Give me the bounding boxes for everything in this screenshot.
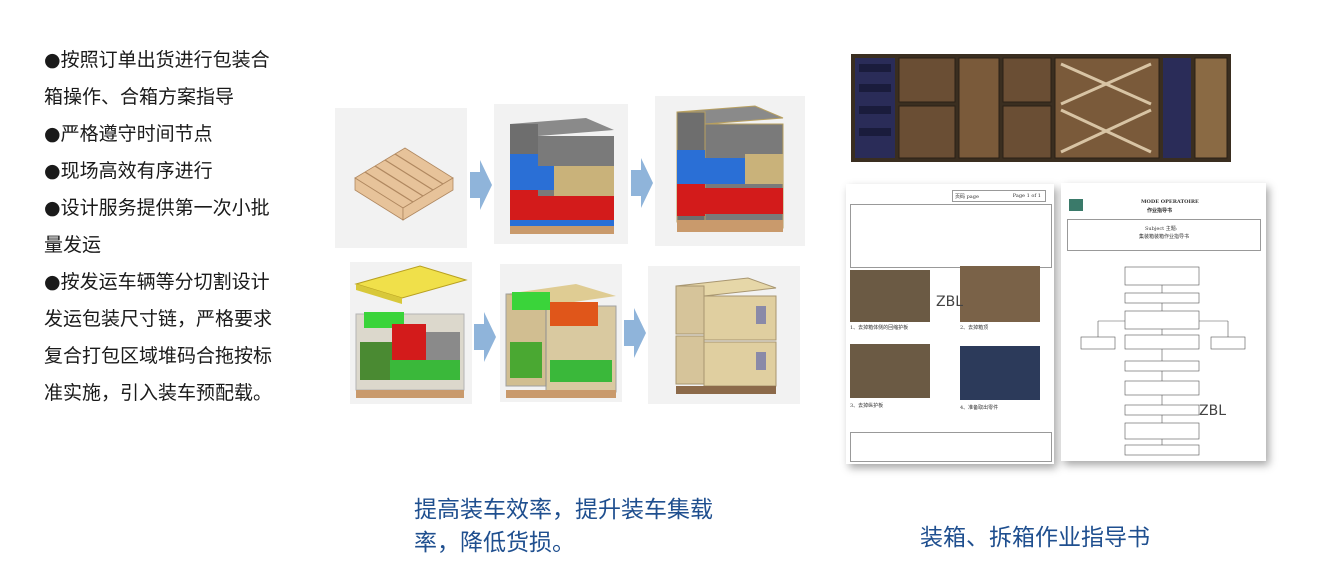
bullet-item: ●设计服务提供第一次小批量发运 <box>44 197 270 256</box>
open-crate-image <box>350 262 472 404</box>
process-arrow-icon <box>624 308 646 358</box>
bullet-item: ●按发运车辆等分切割设计发运包装尺寸链，严格要求复合打包区域堆码合拖按标准实施，… <box>44 271 273 404</box>
bullet-item: ●按照订单出货进行包装合箱操作、合箱方案指导 <box>44 49 270 108</box>
unpacking-instruction-document: 页码 page Page 1 of 1 1、去掉箱体侧的回缩护板 2、去掉箱顶 … <box>846 184 1054 464</box>
page-label: 页码 page <box>955 194 979 200</box>
process-arrow-icon <box>470 160 492 210</box>
bullet-item: ●现场高效有序进行 <box>44 160 213 182</box>
document-subject: Subject 主题: <box>1145 226 1178 232</box>
loading-efficiency-caption: 提高装车效率，提升装车集载率，降低货损。 <box>414 497 713 556</box>
bullet-item: ●严格遵守时间节点 <box>44 123 213 145</box>
photo-caption: 4、准备取出零件 <box>960 405 999 411</box>
watermark-logo: ZBL <box>1199 403 1226 419</box>
document-title: MODE OPERATOIRE <box>1141 199 1199 205</box>
document-title-cn: 作业指导书 <box>1147 208 1173 214</box>
page-value: Page 1 of 1 <box>1012 193 1041 199</box>
photo-caption: 3、去掉纵护板 <box>850 403 884 409</box>
work-instruction-caption: 装箱、拆箱作业指导书 <box>920 525 1150 551</box>
process-arrow-icon <box>474 312 496 362</box>
empty-pallet-image <box>335 108 467 248</box>
photo-caption: 2、去掉箱顶 <box>960 325 989 331</box>
packing-instruction-document: MODE OPERATOIRE 作业指导书 Subject 主题: 集装箱装箱作… <box>1061 183 1266 461</box>
crate-packed-image <box>500 264 622 402</box>
container-loading-image <box>851 54 1231 162</box>
loaded-pallet-image <box>494 104 628 244</box>
wrapped-pallet-image <box>655 96 805 246</box>
process-arrow-icon <box>631 158 653 208</box>
closed-crates-image <box>648 266 800 404</box>
watermark-logo: ZBL <box>936 294 963 310</box>
feature-bullet-list: ●按照订单出货进行包装合箱操作、合箱方案指导 ●严格遵守时间节点 ●现场高效有序… <box>44 42 274 412</box>
photo-caption: 1、去掉箱体侧的回缩护板 <box>850 325 909 331</box>
document-subject-cn: 集装箱装箱作业指导书 <box>1139 234 1190 240</box>
